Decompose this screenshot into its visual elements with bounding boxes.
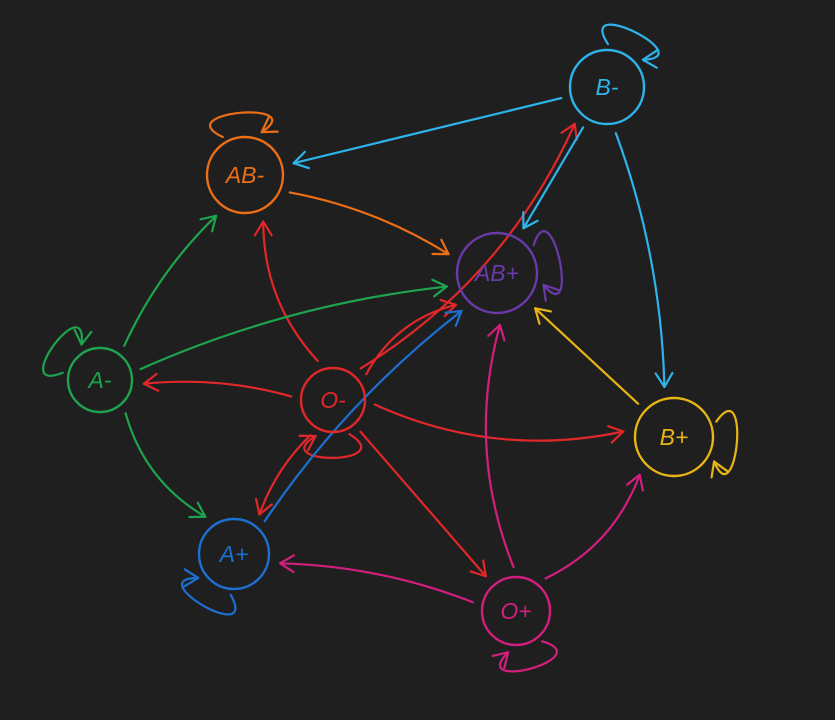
edge-b-neg-to-ab-pos <box>522 126 585 230</box>
edge-o-neg-to-o-neg <box>298 433 363 459</box>
edge-o-pos-to-ab-pos <box>484 323 515 569</box>
edge-a-neg-to-ab-pos <box>139 278 448 371</box>
edge-b-pos-to-b-pos <box>710 410 739 479</box>
node-ab-pos: AB+ <box>455 231 539 315</box>
node-circle <box>299 366 367 434</box>
node-circle <box>568 48 646 126</box>
edge-o-neg-to-o-pos <box>359 430 487 578</box>
node-label: AB+ <box>473 260 519 286</box>
edge-b-neg-to-ab-neg <box>292 97 563 170</box>
edge-o-pos-to-o-pos <box>491 640 558 673</box>
edge-o-neg-to-a-pos <box>255 434 312 516</box>
node-o-pos: O+ <box>480 575 552 647</box>
node-b-neg: B- <box>568 48 646 126</box>
edges-layer <box>42 23 739 673</box>
edge-o-pos-to-a-pos <box>278 554 474 604</box>
node-circle <box>480 575 552 647</box>
edge-b-neg-to-b-pos <box>614 132 674 389</box>
node-label: B- <box>596 74 619 100</box>
edge-ab-neg-to-ab-neg <box>209 111 279 139</box>
node-o-neg: O- <box>299 366 367 434</box>
edge-ab-pos-to-ab-pos <box>532 230 563 302</box>
node-label: A- <box>87 367 112 393</box>
node-a-pos: A+ <box>197 517 271 591</box>
edge-a-pos-to-a-pos <box>181 568 237 616</box>
node-label: B+ <box>660 424 689 450</box>
edge-o-neg-to-ab-pos <box>365 298 457 376</box>
node-circle <box>205 135 285 215</box>
node-b-pos: B+ <box>633 396 715 478</box>
nodes-layer: AB- B- AB+ A- O- B+ A+ O+ <box>66 48 715 647</box>
edge-o-neg-to-b-neg <box>359 122 578 370</box>
edge-a-neg-to-a-neg <box>42 326 93 377</box>
edge-o-neg-to-a-neg <box>142 372 293 398</box>
edge-b-neg-to-b-neg <box>601 23 660 69</box>
node-ab-neg: AB- <box>205 135 285 215</box>
edge-o-pos-to-b-pos <box>544 473 644 580</box>
edge-ab-neg-to-ab-pos <box>288 191 450 256</box>
edge-o-neg-to-ab-neg <box>253 220 319 362</box>
edge-a-neg-to-a-pos <box>124 412 207 519</box>
edge-a-neg-to-ab-neg <box>123 214 218 347</box>
node-label: A+ <box>218 541 249 567</box>
node-circle <box>455 231 539 315</box>
node-label: O+ <box>500 598 531 624</box>
node-label: AB- <box>224 162 265 188</box>
edge-b-pos-to-ab-pos <box>534 307 640 405</box>
node-circle <box>197 517 271 591</box>
node-label: O- <box>320 387 346 413</box>
edge-o-neg-to-b-pos <box>373 403 625 444</box>
node-circle <box>633 396 715 478</box>
node-a-neg: A- <box>66 346 134 414</box>
edge-a-pos-to-ab-pos <box>263 309 463 523</box>
node-circle <box>66 346 134 414</box>
